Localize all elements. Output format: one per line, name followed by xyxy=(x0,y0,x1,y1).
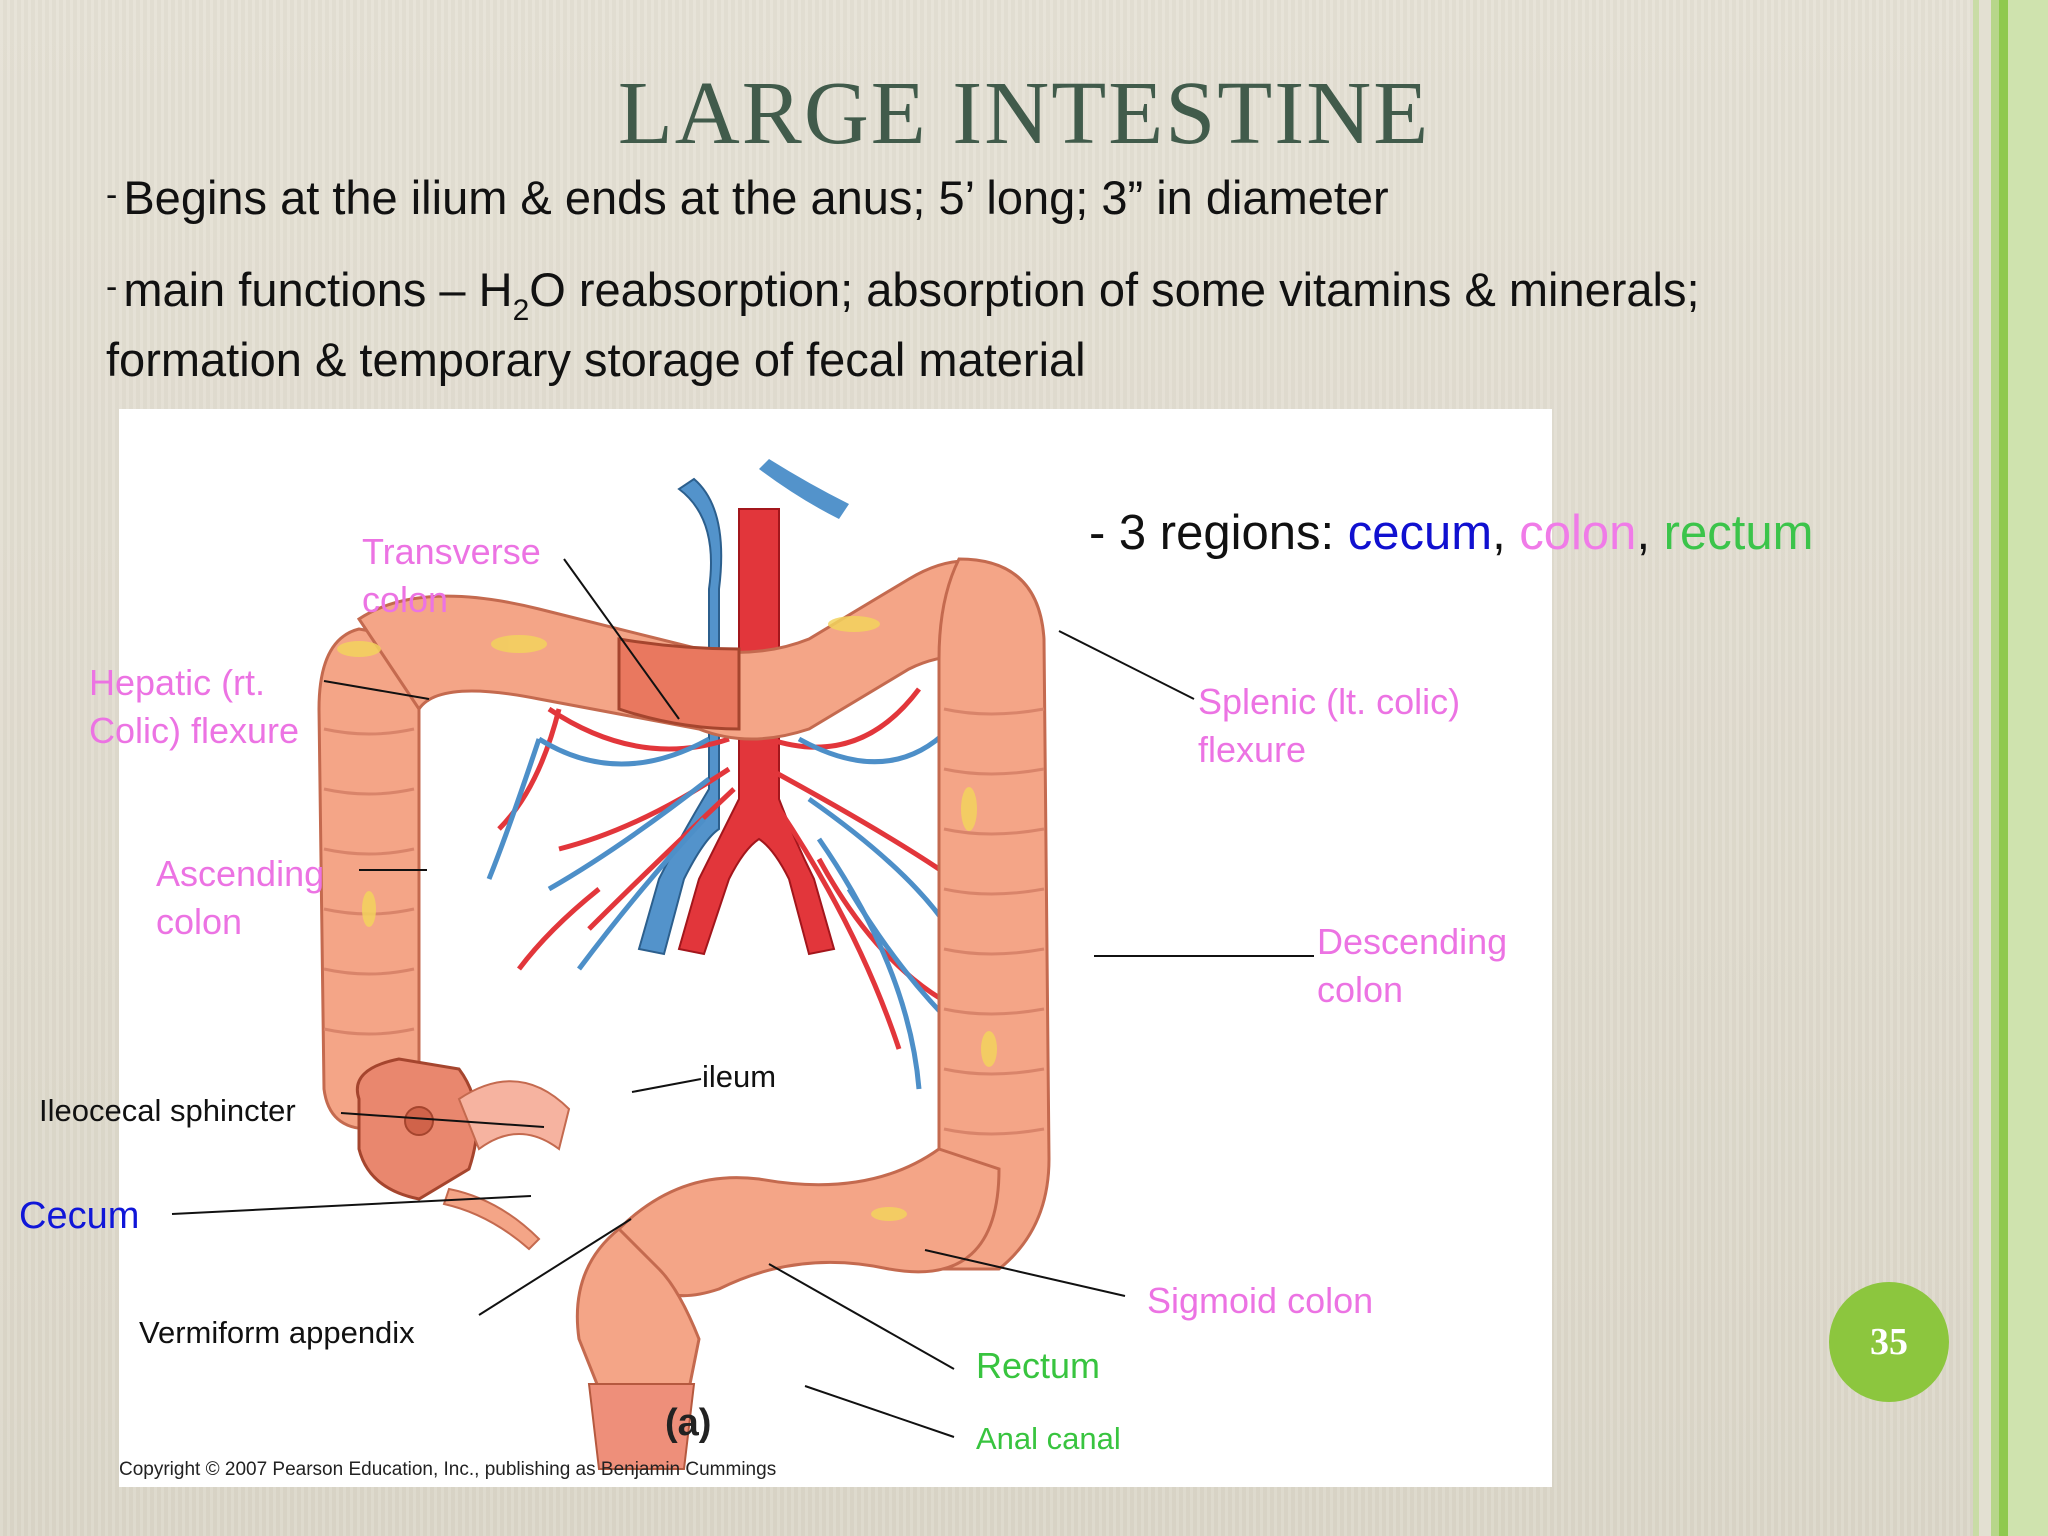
regions-separator: , xyxy=(1636,506,1664,560)
label-cecum: Cecum xyxy=(19,1195,140,1237)
regions-summary: - 3 regions: cecum, colon, rectum xyxy=(1089,505,1813,561)
large-intestine-illustration xyxy=(171,459,1314,1470)
figure-copyright: Copyright © 2007 Pearson Education, Inc.… xyxy=(119,1459,777,1480)
label-sigmoid-colon: Sigmoid colon xyxy=(1147,1280,1374,1321)
bullet-dash: - xyxy=(106,268,118,306)
regions-prefix: - 3 regions: xyxy=(1089,506,1348,560)
bullet-functions-text-b: O reabsorption; absorption of some vitam… xyxy=(529,263,1700,316)
figure-part-label: (a) xyxy=(665,1402,712,1444)
bullet-dash: - xyxy=(106,176,118,214)
slide-title: LARGE INTESTINE xyxy=(617,64,1431,163)
label-rectum: Rectum xyxy=(976,1345,1101,1386)
label-anal-canal: Anal canal xyxy=(976,1421,1121,1456)
bullet-dimensions: -Begins at the ilium & ends at the anus;… xyxy=(106,174,1389,221)
label-ileocecal-sphincter: Ileocecal sphincter xyxy=(39,1093,296,1128)
label-hepatic-flexure: Hepatic (rt. Colic) flexure xyxy=(89,662,300,751)
bullet-functions: -main functions – H2O reabsorption; abso… xyxy=(106,266,1700,326)
region-colon: colon xyxy=(1519,506,1637,560)
page-number-badge: 35 xyxy=(1829,1282,1949,1402)
label-descending-colon: Descending colon xyxy=(1317,921,1508,1010)
label-transverse-colon: Transverse colon xyxy=(362,531,541,620)
right-edge-decoration xyxy=(1973,0,2048,1536)
label-ileum: ileum xyxy=(702,1059,777,1094)
bullet-functions-continued: formation & temporary storage of fecal m… xyxy=(106,333,1086,386)
label-ascending-colon: Ascending colon xyxy=(156,853,325,942)
subscript-2: 2 xyxy=(512,294,530,327)
bullet-functions-text-a: main functions – H xyxy=(123,263,513,316)
region-cecum: cecum xyxy=(1347,506,1493,560)
label-splenic-flexure: Splenic (lt. colic) flexure xyxy=(1198,681,1461,770)
region-rectum: rectum xyxy=(1663,506,1814,560)
regions-separator: , xyxy=(1492,506,1520,560)
label-vermiform-appendix: Vermiform appendix xyxy=(139,1315,415,1350)
bullet-dimensions-text: Begins at the ilium & ends at the anus; … xyxy=(123,171,1389,224)
large-intestine-figure: - 3 regions: cecum, colon, rectum Transv… xyxy=(19,409,1813,1487)
